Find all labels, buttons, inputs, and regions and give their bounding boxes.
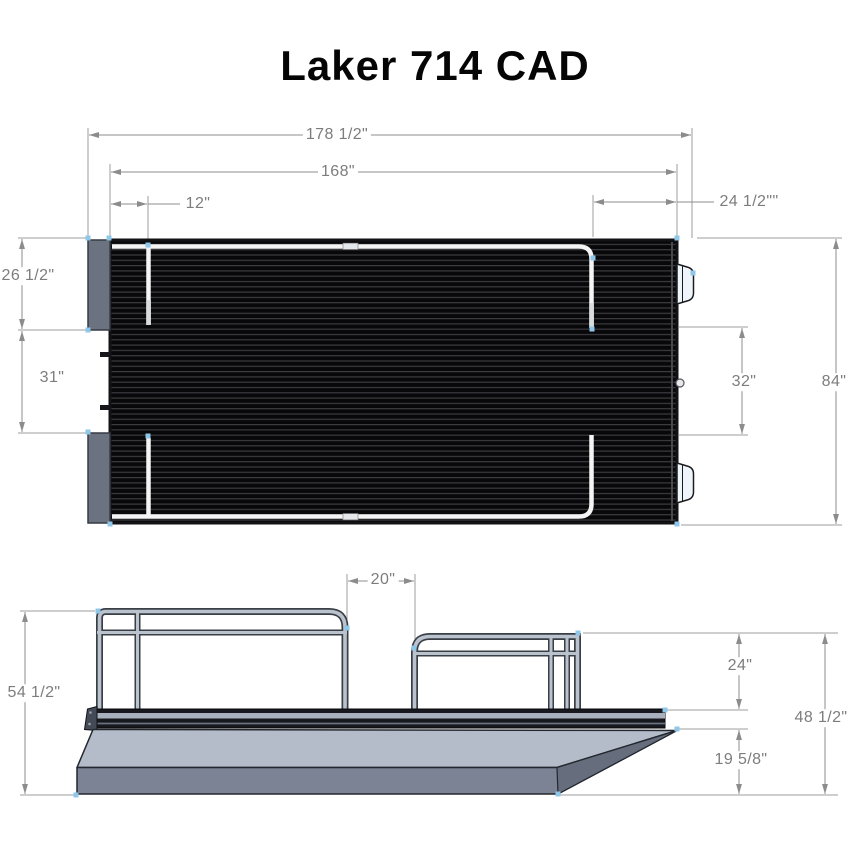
dim-label-gate-opening: 20": [367, 571, 399, 589]
dim-label-overall-length: 178 1/2": [302, 126, 372, 144]
top-view-extension-lines: [18, 128, 842, 526]
rail-gate-hinge: [342, 513, 359, 521]
port-bumper-stern: [87, 239, 111, 331]
dim-label-stern-bumper: 26 1/2": [0, 267, 58, 285]
dim-label-bow-rail-height: 24": [724, 657, 756, 675]
dim-label-cleat-spacing: 32": [728, 373, 760, 391]
gate-hinge-tick: [100, 352, 110, 357]
side-view-extension-lines: [20, 574, 838, 796]
rail-joint: [589, 303, 594, 328]
dim-label-bow-height: 48 1/2": [791, 709, 850, 727]
port-bumper-bow: [87, 432, 111, 524]
top-view: [18, 128, 842, 527]
dim-label-bow-deck: 24 1/2"": [716, 193, 782, 211]
rail-joint: [146, 300, 151, 325]
side-rails-outline: [96, 608, 581, 712]
dim-label-deck-length: 168": [318, 163, 358, 181]
vertex-markers-top: [85, 235, 696, 527]
side-view: [20, 574, 838, 798]
dim-label-hull-depth: 19 5/8": [711, 751, 771, 769]
page-title: Laker 714 CAD: [280, 42, 590, 89]
side-rails-tube: [97, 609, 580, 712]
hull-side-profile: [76, 728, 678, 795]
rail-gate-hinge: [342, 242, 359, 250]
deck-plan: [108, 238, 679, 525]
drain-fitting: [675, 378, 685, 388]
stern-bracket: [83, 705, 98, 732]
vertex-markers-side: [73, 608, 680, 798]
starboard-cleats: [676, 262, 695, 505]
deck-side-profile: [83, 705, 666, 732]
dim-label-overall-height: 54 1/2": [4, 684, 64, 702]
gate-hinge-tick: [100, 405, 110, 410]
dim-label-rail-inset: 12": [182, 195, 214, 213]
dim-label-beam: 84": [818, 373, 850, 391]
dim-label-side-gate: 31": [36, 369, 68, 387]
